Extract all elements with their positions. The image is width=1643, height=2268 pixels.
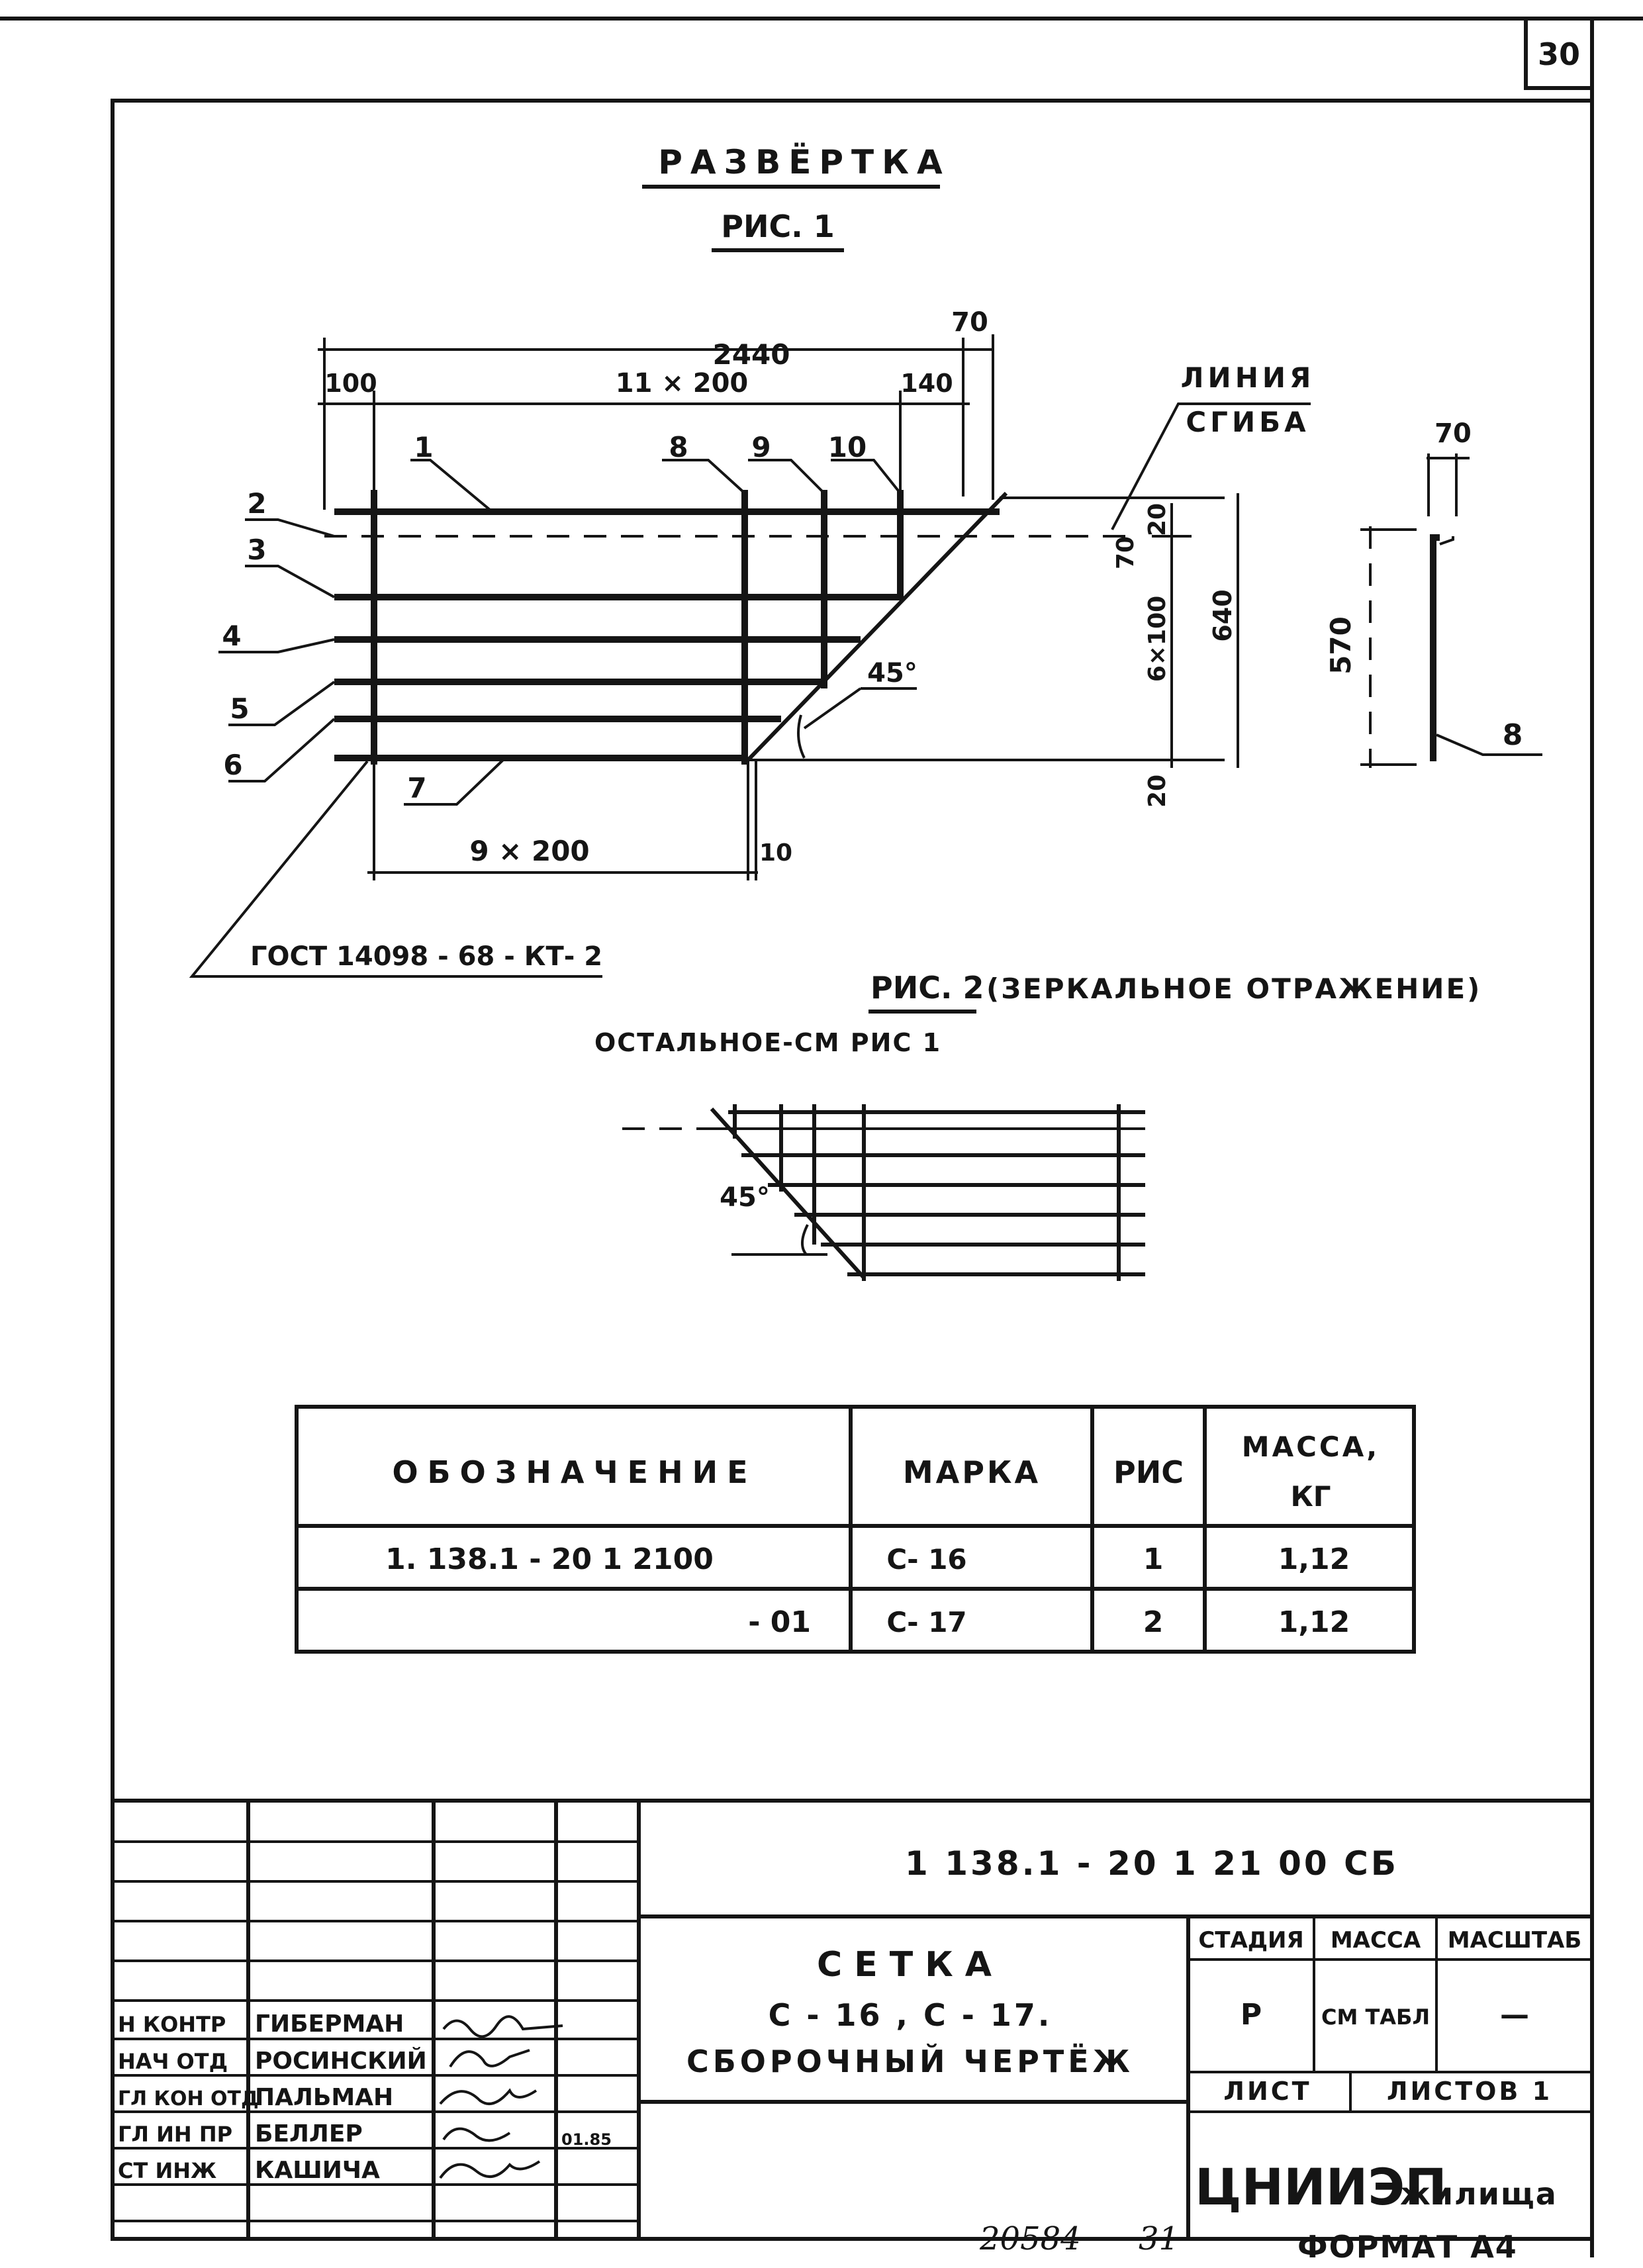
figure-2-title: РИС. 2 (870, 970, 984, 1006)
product-name-1: СЕТКА (817, 1945, 1004, 1985)
dim-9x200: 9 × 200 (469, 835, 589, 867)
dim-11x200: 11 × 200 (616, 368, 749, 399)
figure-2-note: ОСТАЛЬНОЕ-СМ РИС 1 (594, 1028, 941, 1057)
org-name-sub: жилища (1400, 2176, 1558, 2212)
callout-6: 6 (223, 749, 242, 781)
callout-10: 10 (828, 431, 867, 463)
inventory-number: 20584 (979, 2220, 1081, 2257)
callout-leaders (218, 459, 902, 806)
dim-10: 10 (759, 839, 792, 867)
product-name-2: С - 16 , С - 17. (769, 1997, 1053, 2033)
callout-5: 5 (230, 692, 249, 725)
spec-row2-mark: С- 17 (886, 1606, 966, 1638)
mass-value: СМ ТАБЛ (1321, 2005, 1430, 2030)
inventory-sub: 31 (1139, 2220, 1179, 2257)
dim-70-top: 70 (951, 307, 988, 338)
figure-2-subtitle: (ЗЕРКАЛЬНОЕ ОТРАЖЕНИЕ) (986, 972, 1481, 1005)
callout-8: 8 (669, 431, 688, 463)
name-5: КАШИЧА (255, 2157, 380, 2184)
col-stage-label: СТАДИЯ (1198, 1927, 1303, 1954)
spec-row1-designation: 1. 138.1 - 20 1 2100 (385, 1542, 714, 1576)
sheet-label: ЛИСТ (1223, 2077, 1311, 2106)
dim-140: 140 (900, 369, 953, 398)
role-5: СТ ИНЖ (118, 2158, 216, 2183)
stage-value: Р (1241, 1998, 1262, 2032)
callout-9: 9 (751, 431, 771, 463)
callout-4: 4 (222, 620, 241, 652)
dim-640: 640 (1208, 589, 1237, 641)
sheets-label: ЛИСТОВ 1 (1387, 2077, 1552, 2106)
fig1-mesh (324, 490, 1225, 765)
figure-1-title: РИС. 1 (721, 209, 834, 244)
fig2-angle-45: 45° (720, 1182, 770, 1213)
role-2: НАЧ ОТД (118, 2049, 228, 2074)
role-1: Н КОНТР (118, 2012, 226, 2037)
side-view (1360, 453, 1542, 768)
spec-header-mass: МАССА, (1242, 1431, 1380, 1463)
sheet-frame (0, 17, 1643, 2257)
spec-row1-mark: С- 16 (886, 1543, 966, 1576)
spec-table (295, 1405, 1416, 1654)
col-mass-label: МАССА (1331, 1927, 1421, 1954)
name-2: РОСИНСКИЙ (255, 2047, 427, 2075)
drawing-title: РАЗВЁРТКА (658, 143, 950, 181)
callout-2: 2 (247, 487, 266, 520)
sign-date: 01.85 (561, 2130, 612, 2149)
dim-2440: 2440 (713, 338, 790, 371)
spec-row2-mass: 1,12 (1278, 1605, 1350, 1639)
gost-reference: ГОСТ 14098 - 68 - КТ- 2 (250, 941, 602, 972)
callout-1: 1 (414, 431, 433, 463)
signatures (439, 2015, 563, 2179)
product-name-3: СБОРОЧНЫЙ ЧЕРТЁЖ (686, 2044, 1134, 2079)
side-dim-70: 70 (1434, 418, 1472, 449)
bend-line-label-2: СГИБА (1186, 406, 1309, 438)
scale-value: — (1500, 1998, 1529, 2032)
side-callout-8: 8 (1503, 718, 1523, 752)
fig1-dimensions (189, 334, 1311, 978)
angle-45: 45° (867, 658, 917, 688)
dim-100: 100 (324, 369, 377, 398)
dim-70-vertical: 70 (1112, 536, 1139, 569)
spec-header-mark: МАРКА (903, 1454, 1041, 1490)
side-dim-570: 570 (1325, 616, 1357, 675)
spec-row2-fig: 2 (1143, 1605, 1164, 1639)
bend-line-label-1: ЛИНИЯ (1181, 361, 1315, 394)
spec-row1-mass: 1,12 (1278, 1542, 1350, 1576)
fig2-mesh (622, 1104, 1145, 1281)
callout-3: 3 (247, 534, 266, 566)
col-scale-label: МАСШТАБ (1448, 1927, 1582, 1954)
title-block (113, 1799, 1592, 2239)
spec-header-fig: РИС (1113, 1454, 1184, 1490)
role-4: ГЛ ИН ПР (118, 2122, 232, 2147)
spec-row2-designation: - 01 (748, 1605, 811, 1639)
org-name-main: ЦНИИЭП (1195, 2157, 1447, 2216)
name-1: ГИБЕРМАН (255, 2010, 404, 2038)
spec-header-kg: КГ (1290, 1480, 1331, 1513)
name-4: БЕЛЛЕР (255, 2120, 363, 2148)
format-label: ФОРМАТ А4 (1297, 2229, 1518, 2265)
doc-code: 1 138.1 - 20 1 21 00 СБ (905, 1844, 1399, 1883)
spec-header-designation: ОБОЗНАЧЕНИЕ (392, 1454, 757, 1490)
callout-7: 7 (407, 772, 426, 804)
dim-20-bottom: 20 (1144, 775, 1171, 808)
page-number: 30 (1538, 36, 1580, 72)
name-3: ПАЛЬМАН (255, 2084, 393, 2111)
dim-20-top: 20 (1144, 503, 1171, 536)
role-3: ГЛ КОН ОТД (118, 2087, 259, 2110)
dim-6x100: 6×100 (1144, 596, 1171, 682)
spec-row1-fig: 1 (1143, 1542, 1164, 1576)
